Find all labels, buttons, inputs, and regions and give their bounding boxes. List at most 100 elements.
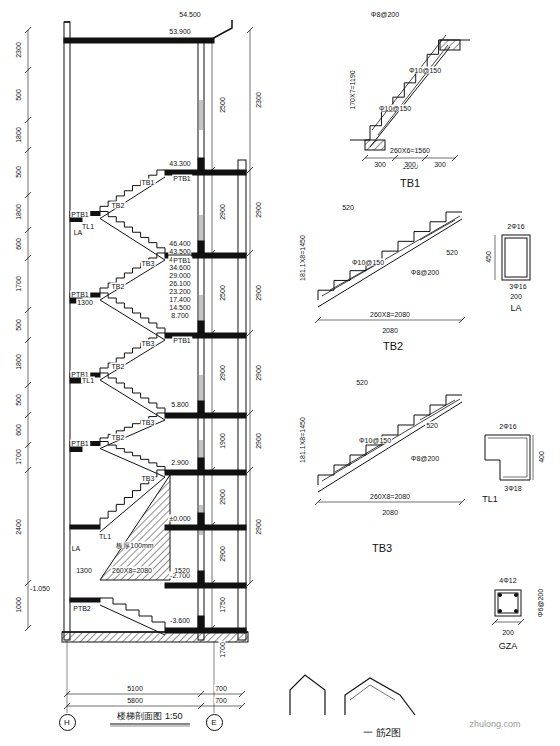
dimension-tick (247, 167, 253, 173)
dimension-text: 2400 (15, 518, 22, 536)
dimension-text: 1700 (15, 275, 22, 293)
label-text: TB1 (399, 178, 421, 189)
rebar (322, 399, 460, 481)
dimension-tick (209, 625, 215, 631)
label-text: 2Φ16 (498, 423, 517, 430)
dimension-text: 2900 (219, 545, 226, 563)
label-text: PTB1 (70, 291, 90, 298)
label-text: 一 筋2图 (362, 728, 402, 738)
dimension-line (67, 706, 242, 707)
dimension-tick (247, 467, 253, 473)
roof-slab (64, 38, 214, 43)
label-text: 300 (373, 161, 387, 168)
label-text: TB2 (111, 283, 126, 290)
rebar (322, 216, 460, 296)
label-text: 5800 (126, 697, 144, 704)
column (238, 160, 246, 640)
dimension-tick (25, 255, 31, 261)
dimension-tick (247, 330, 253, 336)
stair-flight (100, 373, 165, 413)
dimension-tick (209, 167, 215, 173)
dimension-tick (247, 27, 253, 33)
label-text: 34.600 (168, 264, 191, 271)
label-text: 17.400 (168, 296, 191, 303)
dimension-tick (209, 250, 215, 256)
dimension-text: 181.1X8=1450 (299, 234, 306, 282)
dimension-tick (25, 412, 31, 418)
bent-bar (345, 678, 415, 715)
label-text: 200 (509, 293, 523, 300)
stair-slab-underside (100, 477, 165, 532)
dimension-tick (239, 703, 245, 709)
dimension-tick (459, 317, 465, 323)
dimension-text: 2900 (255, 284, 262, 302)
label-text: zhulong.com (468, 720, 521, 729)
label-text: PTB2 (72, 605, 92, 612)
label-text: ±0.000 (168, 515, 191, 522)
dimension-text: 1800 (15, 353, 22, 371)
dimension-tick (25, 337, 31, 343)
window-line (200, 440, 201, 470)
label-text: TL1 (98, 533, 112, 540)
rebar-dot (515, 594, 518, 597)
label-text: 53.900 (168, 28, 191, 35)
detail-stair (370, 40, 450, 140)
label-text: 54.500 (178, 11, 201, 18)
label-text: -3.600 (169, 617, 191, 624)
dimension-tick (25, 442, 31, 448)
dimension-text: 600 (15, 423, 22, 437)
dimension-tick (492, 619, 498, 625)
stair-flight (100, 470, 165, 525)
rebar (378, 45, 448, 135)
label-text: TL1 (81, 377, 95, 384)
label-text: 520 (445, 249, 459, 256)
label-text: 46.400 (168, 240, 191, 247)
dimension-tick (518, 619, 524, 625)
dimension-text: 2900 (255, 201, 262, 219)
label-text: 260X8=2080 (369, 311, 411, 318)
rebar-dot (499, 610, 502, 613)
label-text: TB3 (371, 543, 393, 554)
label-text: TB2 (382, 341, 404, 352)
label-text: 4Φ12 (498, 577, 517, 584)
stair-slab-underside (100, 219, 165, 261)
label-text: Φ10@150 (358, 437, 392, 444)
dimension-text: 2900 (255, 432, 262, 450)
label-text: 楼梯剖面图 1:50 (116, 712, 183, 721)
label-text: Φ10@150 (351, 259, 385, 266)
stair-slab-underside (100, 380, 165, 420)
label-text: PTB1 (172, 337, 192, 344)
dimension-tick (25, 382, 31, 388)
dimension-text: 2900 (255, 364, 262, 382)
label-text: 520 (341, 204, 355, 211)
dimension-text: 2300 (255, 91, 262, 109)
stirrup (498, 593, 518, 613)
axis-line (67, 642, 68, 713)
dimension-tick (25, 192, 31, 198)
label-text: TB2 (111, 434, 126, 441)
dimension-line (318, 502, 462, 503)
window-line (202, 215, 203, 245)
label-text: LA (73, 229, 84, 236)
wall-beam (198, 241, 204, 253)
dimension-tick (459, 499, 465, 505)
dimension-tick (209, 410, 215, 416)
right-wall (198, 40, 204, 640)
dimension-line (318, 320, 462, 321)
stair-slab-underside (100, 300, 165, 340)
dimension-text: 500 (15, 165, 22, 179)
window-line (202, 440, 203, 470)
stirrup (488, 438, 527, 477)
dimension-line (365, 158, 455, 159)
dimension-text: 1800 (15, 203, 22, 221)
dimension-text: 1000 (15, 596, 22, 614)
stair-flight (100, 413, 165, 442)
label-text: 300 (403, 161, 417, 168)
label-text: 2080 (381, 509, 399, 516)
floor-slab (165, 470, 246, 475)
stair-slab-underside (318, 402, 462, 492)
label-text: PTB1 (172, 175, 192, 182)
stair-flight (100, 442, 165, 471)
window-line (200, 505, 201, 535)
window-line (202, 505, 203, 535)
